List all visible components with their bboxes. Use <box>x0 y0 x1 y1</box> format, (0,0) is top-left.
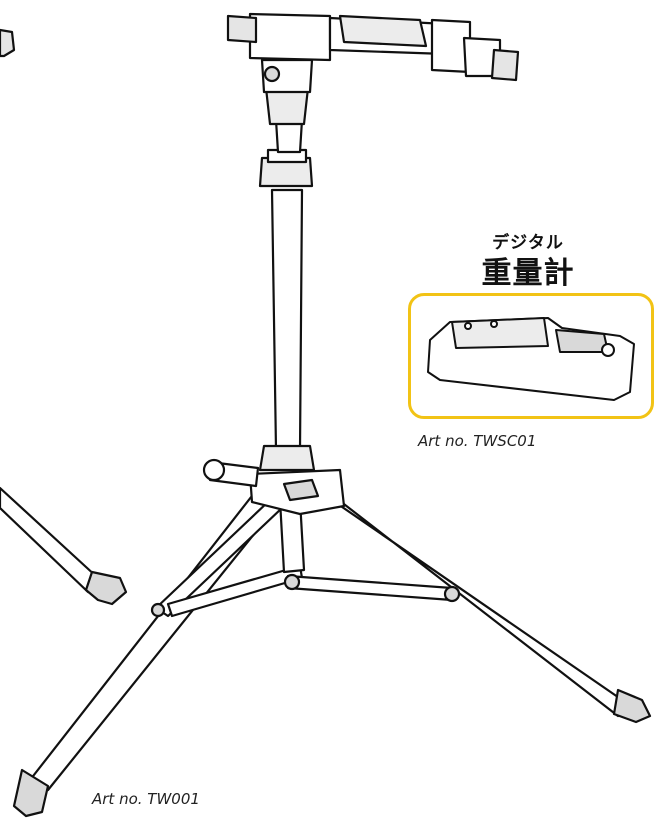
left-edge-knob <box>0 28 16 58</box>
clamp-knobs <box>226 14 520 82</box>
main-tube <box>258 148 314 452</box>
upper-neck <box>260 58 314 154</box>
clamp-head <box>248 12 502 78</box>
stand-art-number: Art no. TW001 <box>92 790 200 808</box>
scale-art-number: Art no. TWSC01 <box>418 432 537 450</box>
scale-inset-frame <box>408 293 654 419</box>
rear-left-leg <box>0 486 128 606</box>
lower-braces <box>150 564 461 618</box>
right-leg <box>316 482 652 724</box>
scale-title-line1: デジタル <box>492 233 564 253</box>
leg-hub <box>202 444 346 516</box>
scale-title-line2: 重量計 <box>481 256 575 291</box>
